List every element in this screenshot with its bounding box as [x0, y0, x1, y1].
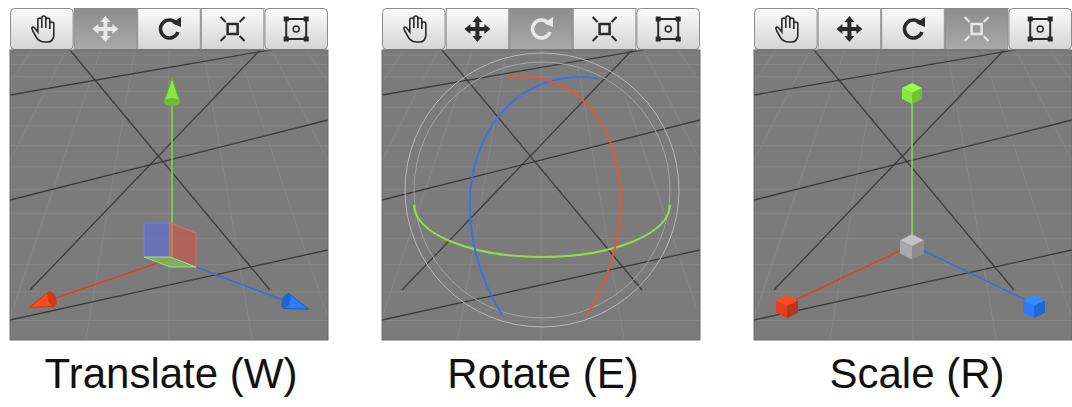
gizmo — [405, 53, 679, 327]
tool-caption: Translate (W) — [45, 350, 298, 398]
toolbar-button — [265, 9, 328, 50]
tool-icon — [656, 17, 681, 42]
tool-icon — [964, 16, 990, 42]
gizmo — [29, 78, 308, 310]
tool-icon — [592, 16, 618, 42]
toolbar-button — [573, 9, 636, 50]
toolbar-button — [945, 9, 1008, 50]
toolbar-button — [1009, 9, 1072, 50]
toolbar-button — [882, 9, 945, 50]
toolbar-button — [818, 9, 881, 50]
tool-caption: Rotate (E) — [447, 350, 638, 398]
scene-viewport — [382, 50, 700, 340]
toolbar-button — [11, 9, 74, 50]
toolbar — [755, 9, 1072, 50]
toolbar-button — [755, 9, 818, 50]
tool-icon — [220, 16, 246, 42]
editor-panel — [0, 0, 1072, 380]
gizmo — [776, 83, 1045, 318]
tool-icon — [404, 16, 426, 42]
toolbar-button — [383, 9, 446, 50]
toolbar-button — [138, 9, 201, 50]
toolbar — [11, 9, 328, 50]
tool-icon — [284, 17, 309, 42]
tool-icon — [905, 17, 925, 38]
tool-icon — [776, 16, 798, 42]
tool-icon — [92, 16, 118, 42]
scene-viewport — [754, 50, 1072, 340]
toolbar-button — [74, 9, 137, 50]
tool-icon — [533, 17, 553, 38]
tool-icon — [836, 16, 862, 42]
tool-icon — [464, 16, 490, 42]
toolbar-button — [510, 9, 573, 50]
toolbar-button — [201, 9, 264, 50]
scene-viewport — [10, 50, 328, 340]
toolbar-button — [637, 9, 700, 50]
editor-panel — [0, 0, 1072, 380]
editor-panel — [0, 0, 1072, 380]
tool-icon — [161, 17, 181, 38]
tool-icon — [32, 16, 54, 42]
toolbar-button — [446, 9, 509, 50]
tool-caption: Scale (R) — [829, 350, 1004, 398]
tool-icon — [1028, 17, 1053, 42]
toolbar — [383, 9, 700, 50]
